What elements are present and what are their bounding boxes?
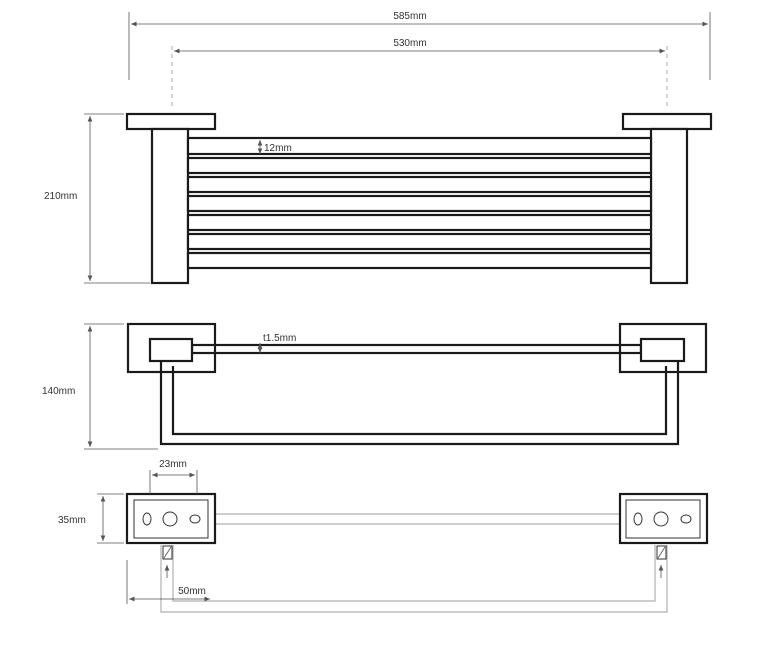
dim-mount-offset: 50mm [126, 560, 210, 604]
dim-bar-spacing: 12mm [257, 140, 292, 154]
left-mount [125, 492, 217, 545]
side-view: t1.5mm 140mm [42, 322, 708, 450]
u-frame-outer [159, 362, 680, 446]
screw-hole-icon [162, 511, 178, 527]
screw-slot-icon [633, 512, 643, 526]
label-inner-width: 530mm [393, 38, 426, 49]
dim-front-height: 210mm [44, 113, 150, 284]
front-view: 12mm 210mm [44, 112, 713, 285]
right-set-screw [656, 545, 667, 578]
label-overall-width: 585mm [393, 11, 426, 22]
label-side-height: 140mm [42, 386, 75, 397]
shelf-bars [186, 136, 653, 270]
left-side-plate [126, 322, 217, 374]
shelf-bar [186, 232, 653, 251]
shelf-bar [186, 175, 653, 194]
label-rod-diameter: t1.5mm [263, 333, 296, 344]
shelf-bar [186, 213, 653, 232]
u-frame-top-outer [160, 545, 668, 613]
label-mount-offset: 50mm [178, 586, 206, 597]
label-front-height: 210mm [44, 191, 77, 202]
dim-inner-width: 530mm [171, 38, 668, 110]
u-frame-top-inner [172, 545, 656, 602]
right-wall-plate [621, 112, 713, 131]
shelf-bar [186, 156, 653, 175]
right-post [649, 127, 689, 285]
top-view: 23mm 35mm 50mm [58, 459, 709, 613]
right-side-plate [618, 322, 708, 374]
left-post [150, 127, 190, 285]
dim-rod-diameter: t1.5mm [257, 333, 296, 353]
dim-mount-height: 35mm [58, 493, 124, 544]
shelf-bar [186, 194, 653, 213]
screw-hole-icon [653, 511, 669, 527]
left-wall-plate [125, 112, 217, 131]
dim-side-height: 140mm [42, 323, 158, 450]
label-bar-spacing: 12mm [264, 143, 292, 154]
screw-slot-icon [142, 512, 152, 526]
dim-overall-width: 585mm [128, 11, 711, 80]
label-mount-width: 23mm [159, 459, 187, 470]
right-mount [618, 492, 709, 545]
label-mount-height: 35mm [58, 515, 86, 526]
shelf-bar [186, 251, 653, 270]
dim-mount-width: 23mm [149, 459, 198, 494]
left-set-screw [162, 545, 173, 578]
screw-slot-icon [680, 514, 692, 524]
left-bracket [148, 337, 194, 363]
shelf-bar [186, 136, 653, 156]
rod [190, 343, 643, 355]
screw-slot-icon [189, 514, 201, 524]
right-bracket [639, 337, 686, 363]
u-frame-inner [171, 366, 668, 436]
